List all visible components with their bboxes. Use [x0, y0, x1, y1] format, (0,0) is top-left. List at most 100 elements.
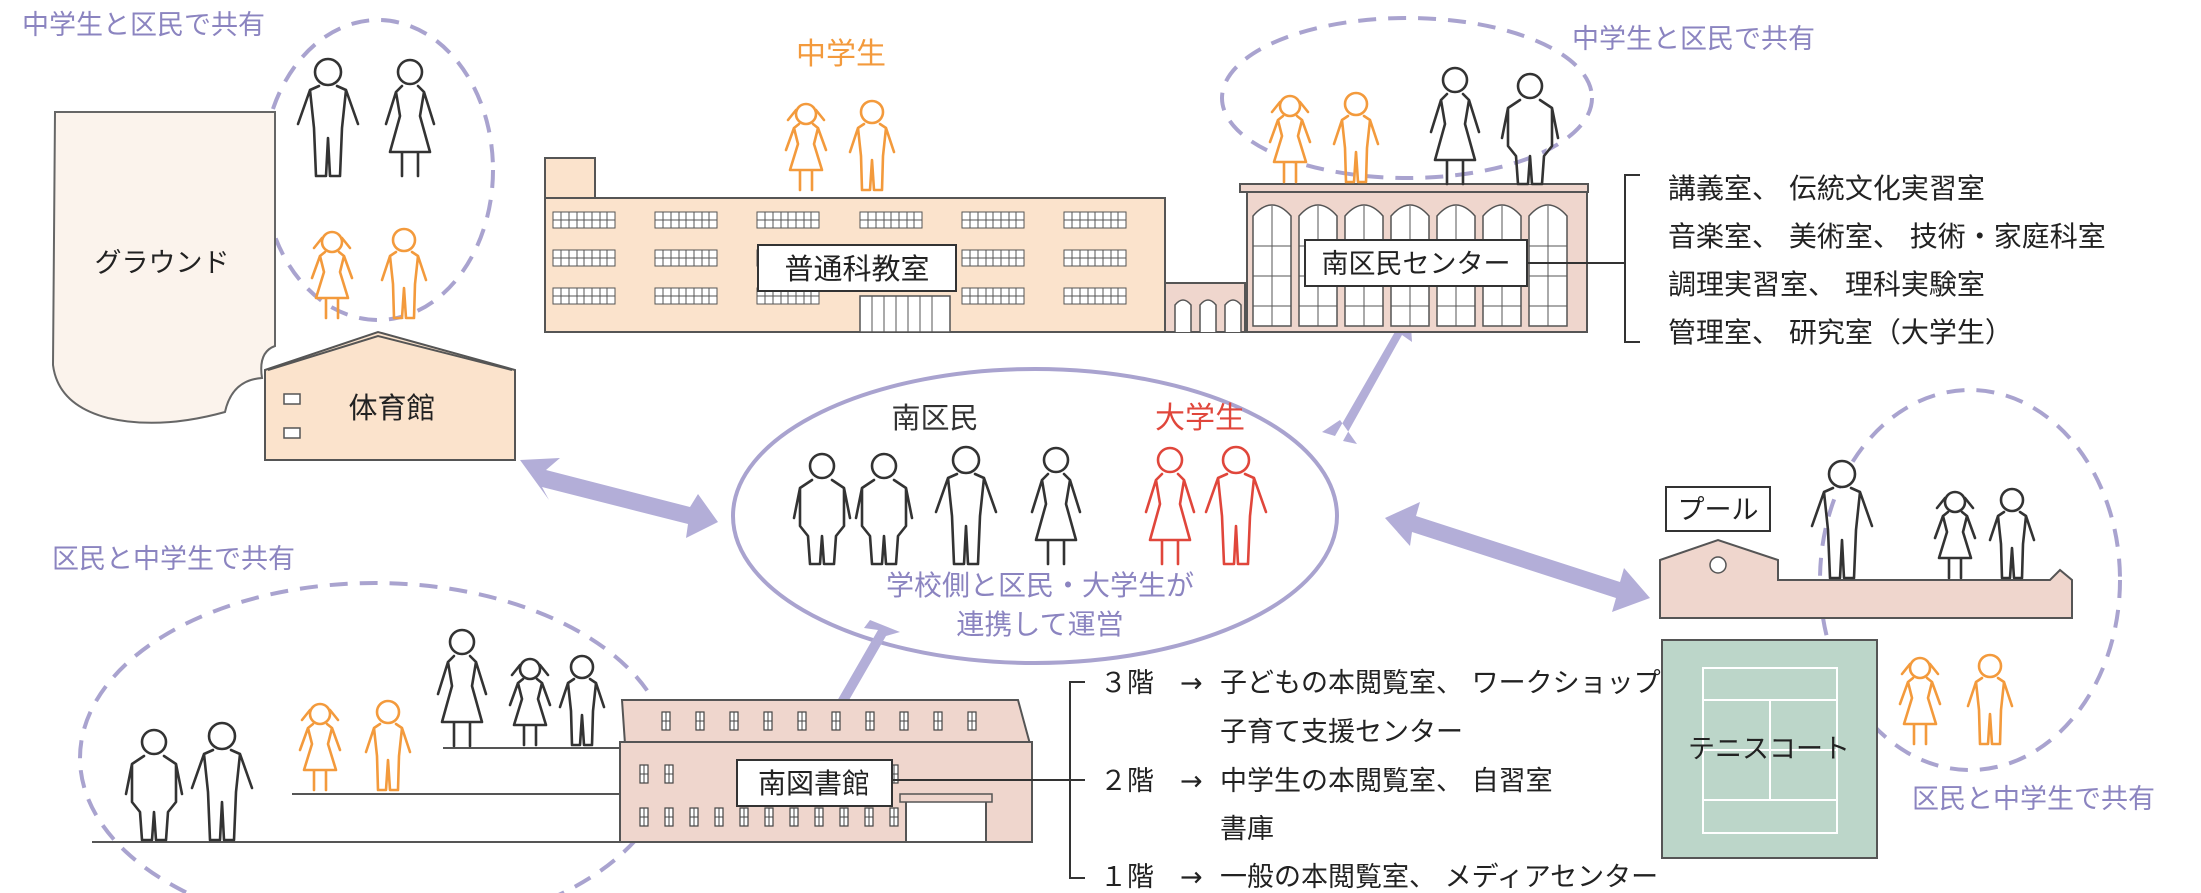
floor-3-label: ３階 — [1100, 668, 1154, 699]
resident-figure — [934, 445, 998, 566]
center-room-line: 管理室、 研究室（大学生） — [1668, 316, 2013, 349]
tennis-label: テニスコート — [1688, 734, 1850, 765]
resident-figure — [1030, 446, 1082, 566]
share-label-bottom-right: 区民と中学生で共有 — [1912, 784, 2155, 815]
center-label: 南区民センター — [1322, 249, 1511, 280]
gym-building — [264, 330, 516, 461]
window — [797, 711, 807, 731]
window-frame — [1253, 206, 1291, 326]
resident-figure — [190, 721, 254, 842]
window — [739, 807, 749, 827]
window — [639, 807, 649, 827]
floor-2-rooms: 中学生の本閲覧室、 自習室 — [1220, 766, 1553, 797]
window-frame — [1529, 206, 1567, 326]
window — [864, 807, 874, 827]
center-caption-line-1: 学校側と区民・大学生が — [886, 569, 1194, 602]
arrow-center-pool — [1385, 502, 1650, 612]
floor-1-label: １階 — [1100, 862, 1154, 893]
share-label-top-right: 中学生と区民で共有 — [1572, 24, 1815, 55]
center-rooms-list: 講義室、 伝統文化実習室 音楽室、 美術室、 技術・家庭科室 調理実習室、 理科… — [1668, 172, 2106, 349]
window — [789, 807, 799, 827]
window — [764, 807, 774, 827]
window — [1063, 287, 1127, 305]
junior-high-label: 中学生 — [796, 37, 886, 72]
window — [552, 249, 616, 267]
window — [814, 807, 824, 827]
window — [654, 249, 718, 267]
window — [859, 211, 923, 229]
library-floors-bracket — [1069, 681, 1085, 879]
residents-label: 南区民 — [891, 401, 978, 435]
window — [664, 764, 674, 784]
library-floors-list: ３階 → 子どもの本閲覧室、 ワークショップ 子育て支援センター ２階 → 中学… — [1100, 668, 1661, 893]
resident-figure — [854, 452, 914, 566]
center-room-line: 調理実習室、 理科実験室 — [1668, 268, 1985, 301]
ground-field — [51, 111, 276, 424]
ground-label: グラウンド — [95, 248, 230, 279]
window — [729, 711, 739, 731]
library-label-box — [736, 759, 893, 807]
window — [961, 211, 1025, 229]
arrow-center-top — [1322, 310, 1412, 444]
resident-figure — [1429, 66, 1481, 186]
university-figure — [1204, 445, 1268, 566]
window — [1063, 249, 1127, 267]
gym-label: 体育館 — [348, 391, 435, 425]
pool-label: プール — [1678, 495, 1759, 526]
student-figure — [508, 657, 552, 747]
resident-figure — [296, 57, 360, 178]
center-caption-line-2: 連携して運営 — [956, 608, 1123, 641]
resident-figure — [1500, 72, 1560, 186]
window — [552, 211, 616, 229]
share-labels: 中学生と区民で共有 中学生と区民で共有 区民と中学生で共有 区民と中学生で共有 — [22, 10, 2155, 815]
student-figure — [1898, 656, 1942, 746]
classroom-label: 普通科教室 — [784, 252, 929, 286]
resident-figure — [384, 58, 436, 178]
window — [967, 711, 977, 731]
resident-figure — [124, 728, 184, 842]
window — [1063, 211, 1127, 229]
arrow-gym-center — [520, 458, 718, 538]
student-figure — [848, 99, 896, 192]
window — [654, 211, 718, 229]
student-figure — [784, 102, 828, 192]
window — [961, 249, 1025, 267]
central-ellipse — [731, 367, 1339, 665]
window — [889, 807, 899, 827]
window — [961, 287, 1025, 305]
classroom-label-box — [757, 244, 957, 292]
resident-figure — [436, 628, 488, 748]
student-figure — [1933, 490, 1977, 580]
university-label: 大学生 — [1155, 401, 1245, 436]
center-rooms-bracket — [1624, 174, 1640, 343]
student-figure — [1332, 91, 1380, 184]
student-figure — [310, 230, 354, 320]
floor-3-arrow: → — [1180, 668, 1203, 699]
window — [831, 711, 841, 731]
floor-2-arrow: → — [1180, 766, 1203, 797]
pool-label-box — [1665, 486, 1771, 532]
shared-zone-top-right — [1220, 16, 1594, 180]
window — [664, 807, 674, 827]
share-label-bottom-left: 区民と中学生で共有 — [52, 544, 295, 575]
window — [552, 287, 616, 305]
window — [654, 287, 718, 305]
center-room-line: 講義室、 伝統文化実習室 — [1668, 172, 1985, 205]
resident-figure — [792, 452, 852, 566]
university-figure — [1144, 446, 1196, 566]
center-label-box — [1304, 239, 1528, 287]
window — [865, 711, 875, 731]
library-label: 南図書館 — [758, 767, 870, 800]
floor-3-rooms-cont: 子育て支援センター — [1220, 717, 1463, 748]
classroom-building — [544, 157, 1246, 333]
student-figure — [380, 227, 428, 320]
share-label-top-left: 中学生と区民で共有 — [22, 10, 265, 41]
floor-1-arrow: → — [1180, 862, 1203, 893]
student-figure — [298, 702, 342, 792]
library-plaza-lines — [92, 747, 620, 843]
window — [839, 807, 849, 827]
tennis-court — [1661, 639, 1878, 859]
window — [763, 711, 773, 731]
window — [899, 711, 909, 731]
